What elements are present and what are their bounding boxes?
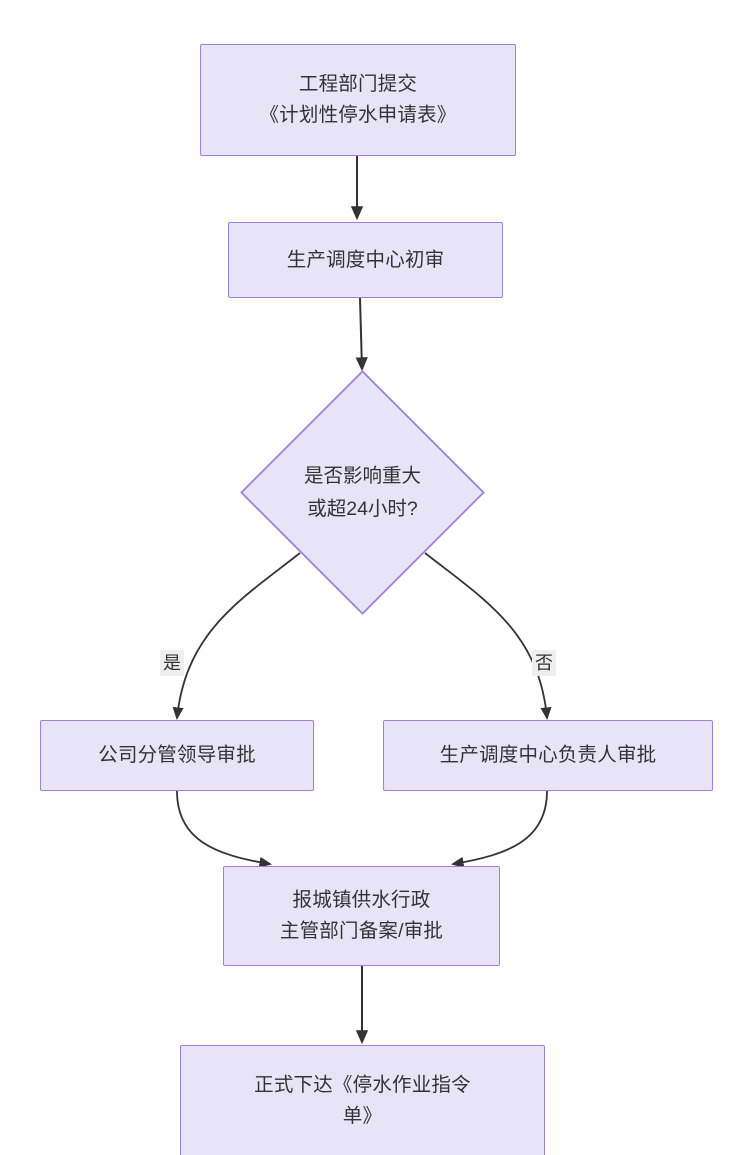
edge-first-review-to-decision bbox=[355, 297, 368, 372]
node-submit-label: 工程部门提交 《计划性停水申请表》 bbox=[259, 73, 457, 126]
node-dispatch-head-approval-label: 生产调度中心负责人审批 bbox=[439, 744, 657, 766]
node-file-with-authority[interactable]: 报城镇供水行政 主管部门备案/审批 bbox=[223, 866, 500, 966]
edge-dispatch-head-to-file bbox=[451, 790, 548, 868]
decision-diamond-shape bbox=[240, 370, 485, 615]
node-leader-approval[interactable]: 公司分管领导审批 bbox=[40, 720, 314, 791]
edge-label-no-text: 否 bbox=[535, 653, 553, 673]
node-decision[interactable]: 是否影响重大 或超24小时? bbox=[240, 370, 485, 615]
node-submit[interactable]: 工程部门提交 《计划性停水申请表》 bbox=[200, 44, 516, 156]
node-first-review[interactable]: 生产调度中心初审 bbox=[228, 222, 503, 298]
node-dispatch-head-approval[interactable]: 生产调度中心负责人审批 bbox=[383, 720, 713, 791]
node-issue-order[interactable]: 正式下达《停水作业指令 单》 bbox=[180, 1045, 545, 1155]
node-leader-approval-label: 公司分管领导审批 bbox=[98, 744, 256, 766]
node-first-review-label: 生产调度中心初审 bbox=[286, 248, 445, 271]
edge-label-yes-text: 是 bbox=[163, 653, 181, 673]
node-file-with-authority-label: 报城镇供水行政 主管部门备案/审批 bbox=[279, 889, 444, 942]
node-decision-label: 是否影响重大 或超24小时? bbox=[303, 464, 421, 520]
edge-label-yes: 是 bbox=[160, 650, 184, 676]
node-issue-order-label: 正式下达《停水作业指令 单》 bbox=[254, 1074, 471, 1127]
edge-leader-approval-to-file bbox=[176, 790, 272, 868]
edge-label-no: 否 bbox=[532, 650, 556, 676]
